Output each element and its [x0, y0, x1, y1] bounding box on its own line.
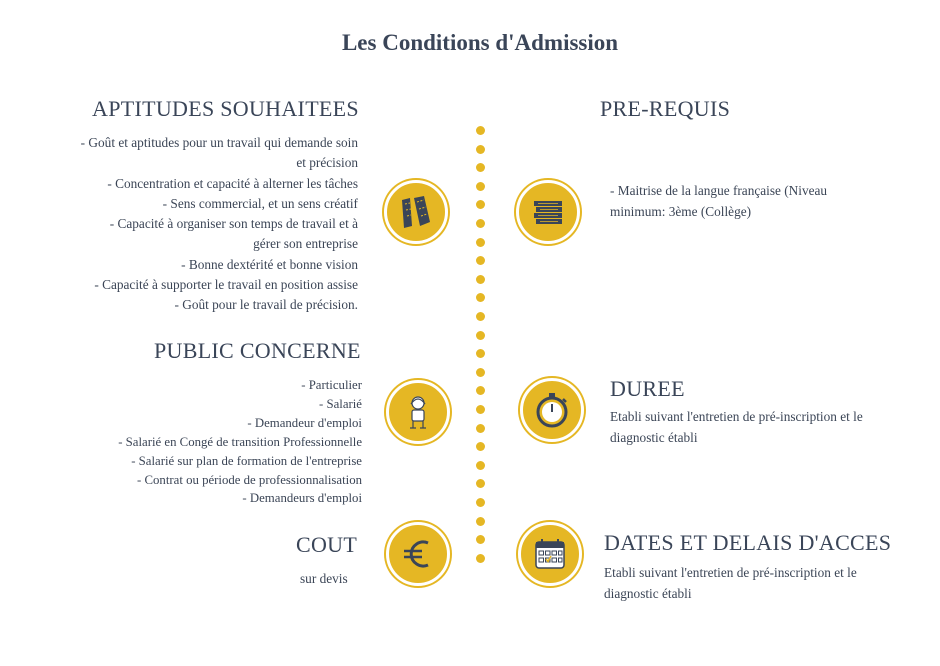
timeline-dots [475, 126, 487, 563]
list-item: - Concentration et capacité à alterner l… [107, 175, 358, 191]
timeline-dot [476, 498, 485, 507]
timeline-dot [476, 163, 485, 173]
timeline-dot [476, 553, 485, 563]
timeline-dot [476, 237, 485, 247]
timeline-dot [476, 312, 485, 321]
dates-text: Etabli suivant l'entretien de pré-inscri… [604, 565, 857, 601]
timeline-dot [476, 535, 485, 545]
list-item: - Sens commercial, et un sens créatif [162, 195, 358, 211]
list-item: - Goût pour le travail de précision. [174, 297, 358, 313]
books-icon [516, 180, 580, 244]
aptitudes-heading: APTITUDES SOUHAITEES [92, 96, 359, 121]
euro-icon [386, 522, 450, 586]
fabric-patterns-icon [384, 180, 448, 244]
aptitudes-list: - Goût et aptitudes pour un travail qui … [28, 133, 358, 316]
timeline-dot [476, 479, 485, 489]
timeline-dot [476, 367, 485, 377]
timeline-dot [476, 274, 485, 284]
list-item: - Capacité à supporter le travail en pos… [94, 277, 358, 293]
timeline-dot [476, 293, 485, 303]
list-item: gérer son entreprise [253, 236, 358, 252]
timeline-dot [476, 330, 485, 340]
timeline-dot [476, 200, 485, 210]
timeline-dot [476, 386, 485, 396]
stopwatch-icon [520, 378, 584, 442]
list-item: - Bonne dextérité et bonne vision [181, 256, 358, 272]
list-item: - Demandeur d'emploi [247, 415, 362, 430]
list-item: - Goût et aptitudes pour un travail qui … [80, 135, 358, 150]
public-list: - Particulier - Salarié - Demandeur d'em… [32, 376, 362, 508]
timeline-dot [476, 405, 485, 414]
list-item: - Capacité à organiser son temps de trav… [109, 216, 358, 232]
duree-text: Etabli suivant l'entretien de pré-inscri… [610, 409, 863, 445]
prerequis-text: - Maitrise de la langue française (Nivea… [610, 183, 828, 219]
page-title: Les Conditions d'Admission [341, 30, 619, 55]
list-item: et précision [296, 155, 358, 171]
person-icon [386, 380, 450, 444]
duree-heading: DUREE [610, 376, 685, 401]
cout-text: sur devis [300, 571, 348, 586]
list-item: - Particulier [301, 378, 362, 392]
list-item: - Salarié sur plan de formation de l'ent… [131, 453, 362, 468]
public-heading: PUBLIC CONCERNE [154, 338, 361, 363]
list-item: - Salarié [319, 396, 362, 411]
prerequis-heading: PRE-REQUIS [600, 96, 731, 121]
timeline-dot [476, 460, 485, 470]
list-item: - Salarié en Congé de transition Profess… [118, 434, 362, 449]
timeline-dot [476, 126, 485, 135]
timeline-dot [476, 349, 485, 359]
timeline-dot [476, 442, 485, 452]
timeline-dot [476, 423, 485, 433]
list-item: - Demandeurs d'emploi [242, 491, 362, 506]
timeline-dot [476, 256, 485, 266]
list-item: - Contrat ou période de professionnalisa… [137, 472, 362, 487]
timeline-dot [476, 144, 485, 154]
calendar-icon [518, 522, 582, 586]
timeline-dot [476, 219, 485, 228]
dates-heading: DATES ET DELAIS D'ACCES [604, 530, 892, 555]
timeline-dot [476, 516, 485, 526]
cout-heading: COUT [296, 532, 358, 557]
timeline-dot [476, 181, 485, 191]
